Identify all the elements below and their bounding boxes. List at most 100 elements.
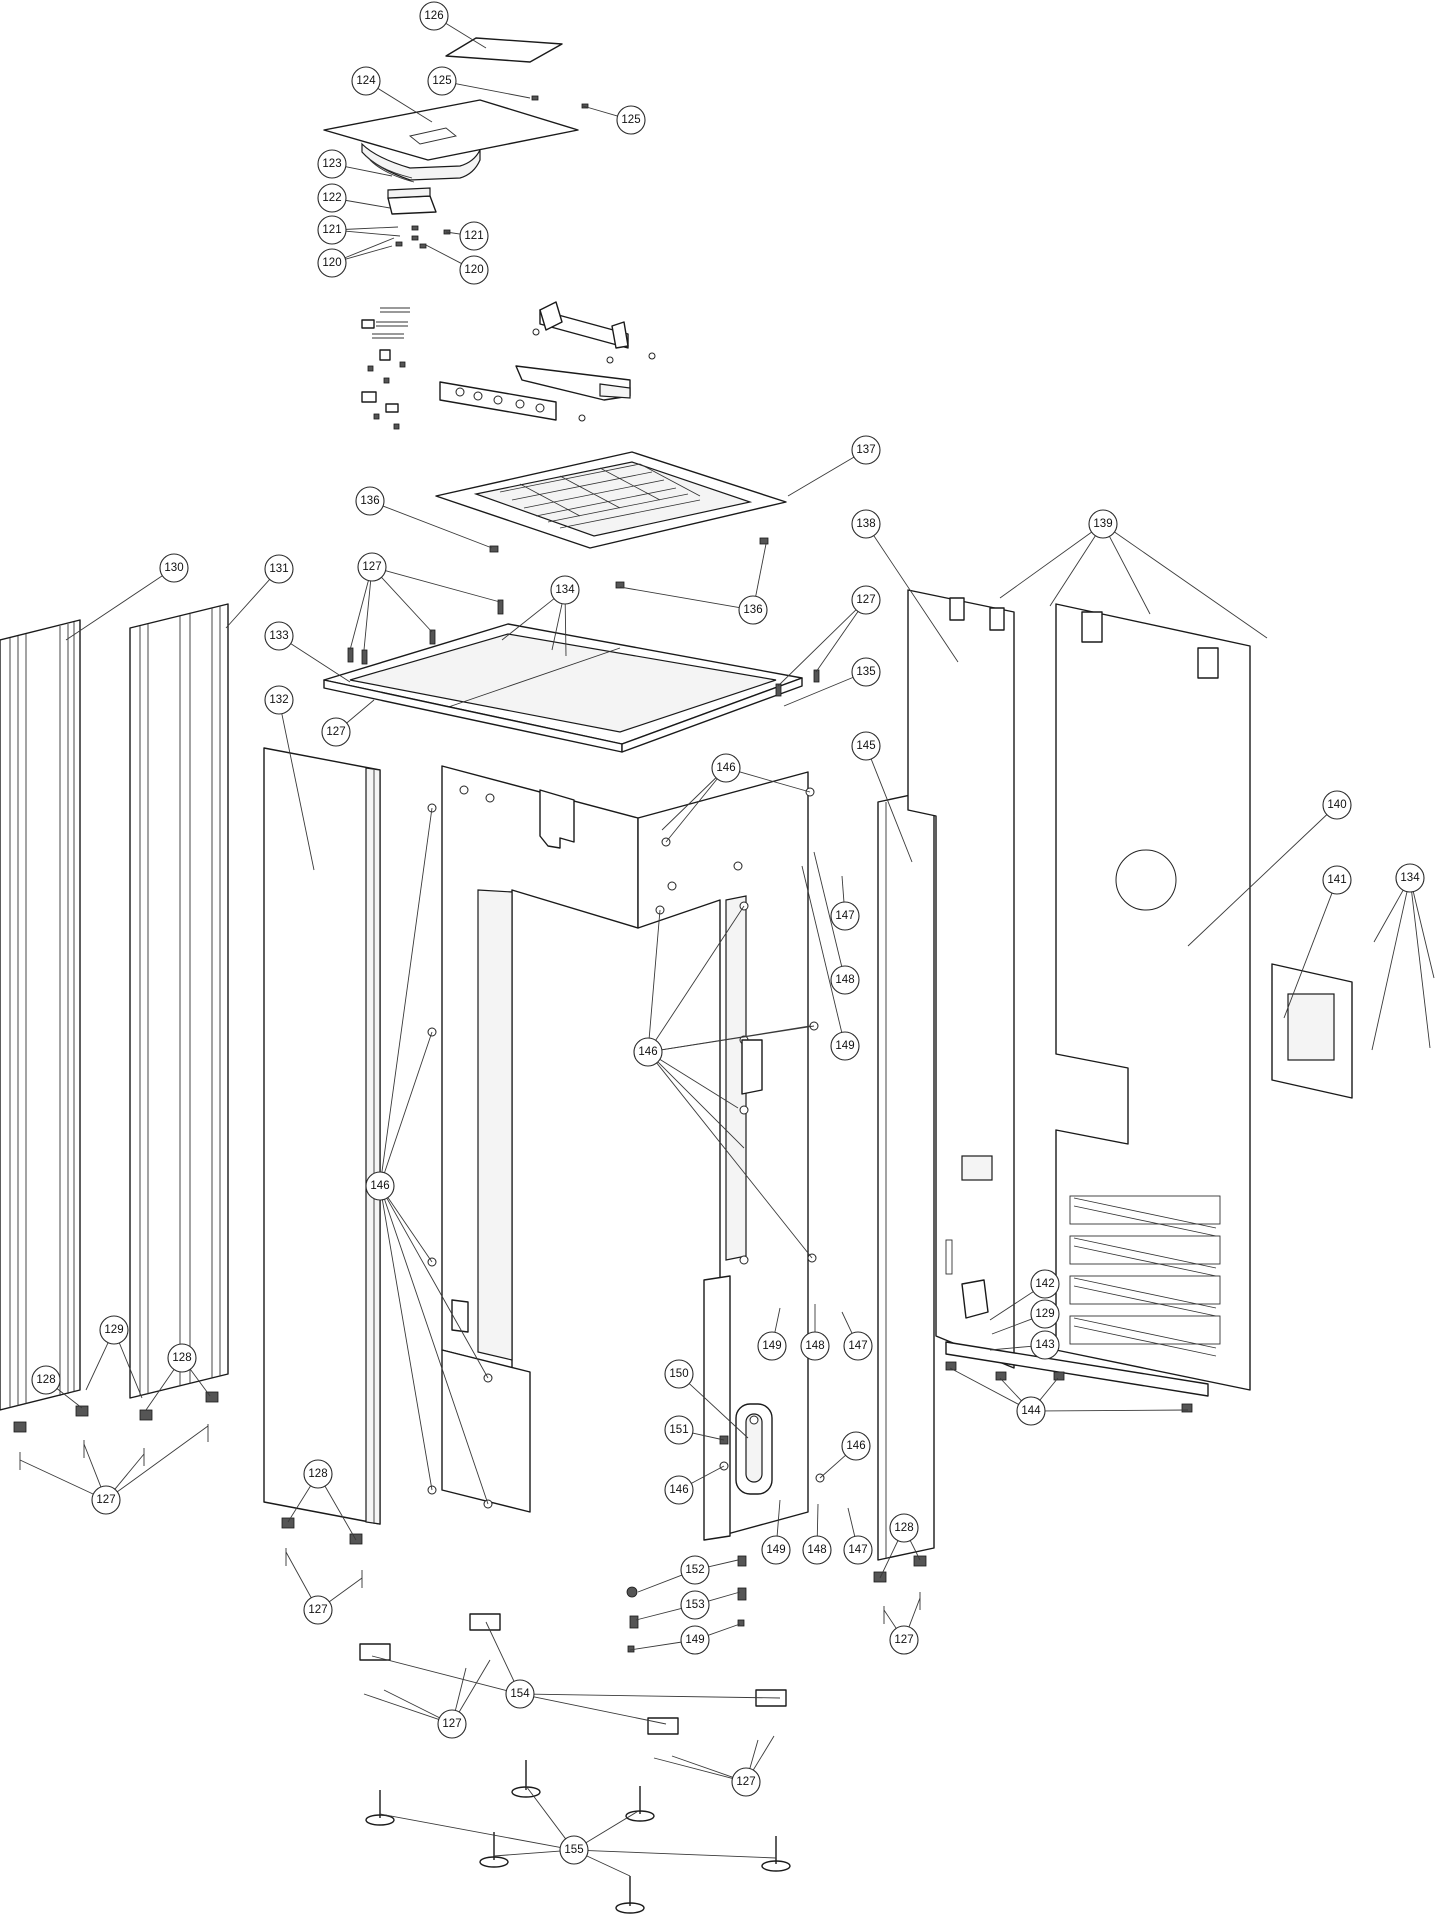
leader-line <box>344 237 395 259</box>
callout-bubble <box>802 1535 832 1565</box>
callout-bubble <box>459 221 489 251</box>
callout-label: 150 <box>669 1368 688 1380</box>
callout-bubble <box>321 717 351 747</box>
leader-line <box>386 1197 489 1379</box>
leader-line <box>349 580 369 651</box>
part-top-frame <box>323 599 820 753</box>
callout-153: 153 <box>635 1590 741 1621</box>
callout-bubble <box>317 215 347 245</box>
callout-127: 127 <box>349 552 501 651</box>
callout-138: 138 <box>851 509 959 663</box>
callout-146: 146 <box>365 807 489 1505</box>
callout-label: 129 <box>104 1324 123 1336</box>
callout-bubble <box>830 901 860 931</box>
callout-label: 127 <box>96 1494 115 1506</box>
callout-label: 146 <box>846 1440 865 1452</box>
leader-line <box>379 1813 561 1848</box>
part-feet-fasteners <box>13 1361 1193 1914</box>
leader-line <box>1187 814 1328 947</box>
callout-142: 142 <box>989 1269 1060 1321</box>
leader-line <box>1039 1377 1059 1401</box>
callout-146: 146 <box>664 1465 725 1505</box>
leader-line <box>661 1025 811 1051</box>
leader-line <box>989 1345 1032 1351</box>
leader-line <box>345 199 391 209</box>
leader-line <box>382 505 493 549</box>
callout-bubble <box>830 965 860 995</box>
leader-line <box>384 1031 433 1173</box>
leader-line <box>1373 889 1404 943</box>
leader-line <box>586 1855 631 1877</box>
callout-label: 152 <box>685 1564 704 1576</box>
callout-128: 128 <box>287 1459 357 1541</box>
leader-line <box>999 1377 1022 1402</box>
leader-line <box>657 1061 745 1149</box>
callout-bubble <box>757 1331 787 1361</box>
leader-line <box>708 1559 739 1568</box>
callout-bubble <box>357 552 387 582</box>
leader-line <box>629 1641 682 1651</box>
leader-line <box>345 226 399 230</box>
callout-label: 127 <box>442 1718 461 1730</box>
callout-label: 128 <box>36 1374 55 1386</box>
callout-149: 149 <box>801 865 860 1061</box>
callout-label: 146 <box>370 1180 389 1192</box>
callout-bubble <box>1030 1269 1060 1299</box>
callout-label: 122 <box>322 192 341 204</box>
callout-bubble <box>264 685 294 715</box>
callout-label: 146 <box>716 762 735 774</box>
callout-label: 148 <box>807 1544 826 1556</box>
callout-bubble <box>664 1415 694 1445</box>
leader-line <box>908 1597 921 1628</box>
leader-line <box>708 1623 741 1636</box>
leader-line <box>755 543 767 597</box>
leader-line <box>345 166 393 177</box>
callout-149: 149 <box>629 1623 741 1655</box>
callout-120: 120 <box>317 237 395 278</box>
leader-line <box>83 1443 102 1488</box>
callout-121: 121 <box>445 221 489 251</box>
callout-label: 149 <box>762 1340 781 1352</box>
leader-line <box>815 611 859 673</box>
leader-line <box>454 1667 467 1711</box>
callout-127: 127 <box>285 1551 363 1625</box>
callout-label: 121 <box>322 224 341 236</box>
leader-line <box>189 1369 211 1397</box>
leader-line <box>635 1608 682 1621</box>
callout-label: 153 <box>685 1599 704 1611</box>
leader-line <box>582 105 618 117</box>
callout-bubble <box>91 1485 121 1515</box>
leader-line <box>665 778 718 843</box>
callout-129: 129 <box>991 1299 1060 1335</box>
callout-147: 147 <box>843 1507 873 1565</box>
leader-line <box>749 1739 759 1769</box>
leader-line <box>387 1197 433 1263</box>
part-vent-grille <box>435 451 787 589</box>
callout-bubble <box>680 1625 710 1655</box>
callout-151: 151 <box>664 1415 725 1445</box>
callout-bubble <box>664 1359 694 1389</box>
leader-line <box>879 1540 899 1579</box>
callout-127: 127 <box>777 585 881 687</box>
callout-bubble <box>264 621 294 651</box>
callout-bubble <box>851 509 881 539</box>
callout-label: 125 <box>621 114 640 126</box>
callout-125: 125 <box>427 66 531 99</box>
leader-line <box>661 777 717 831</box>
callout-label: 141 <box>1327 874 1346 886</box>
leader-line <box>999 531 1092 599</box>
callout-bubble <box>31 1365 61 1395</box>
callout-bubble <box>843 1535 873 1565</box>
callout-label: 128 <box>172 1352 191 1364</box>
callout-bubble <box>505 1679 535 1709</box>
leader-line <box>377 88 433 123</box>
leader-line <box>1109 536 1151 615</box>
callout-label: 148 <box>805 1340 824 1352</box>
leader-line <box>114 1453 145 1490</box>
leader-line <box>648 909 661 1039</box>
callout-bubble <box>167 1343 197 1373</box>
callout-bubble <box>459 255 489 285</box>
callout-127: 127 <box>363 1659 491 1739</box>
leader-line <box>783 676 854 707</box>
